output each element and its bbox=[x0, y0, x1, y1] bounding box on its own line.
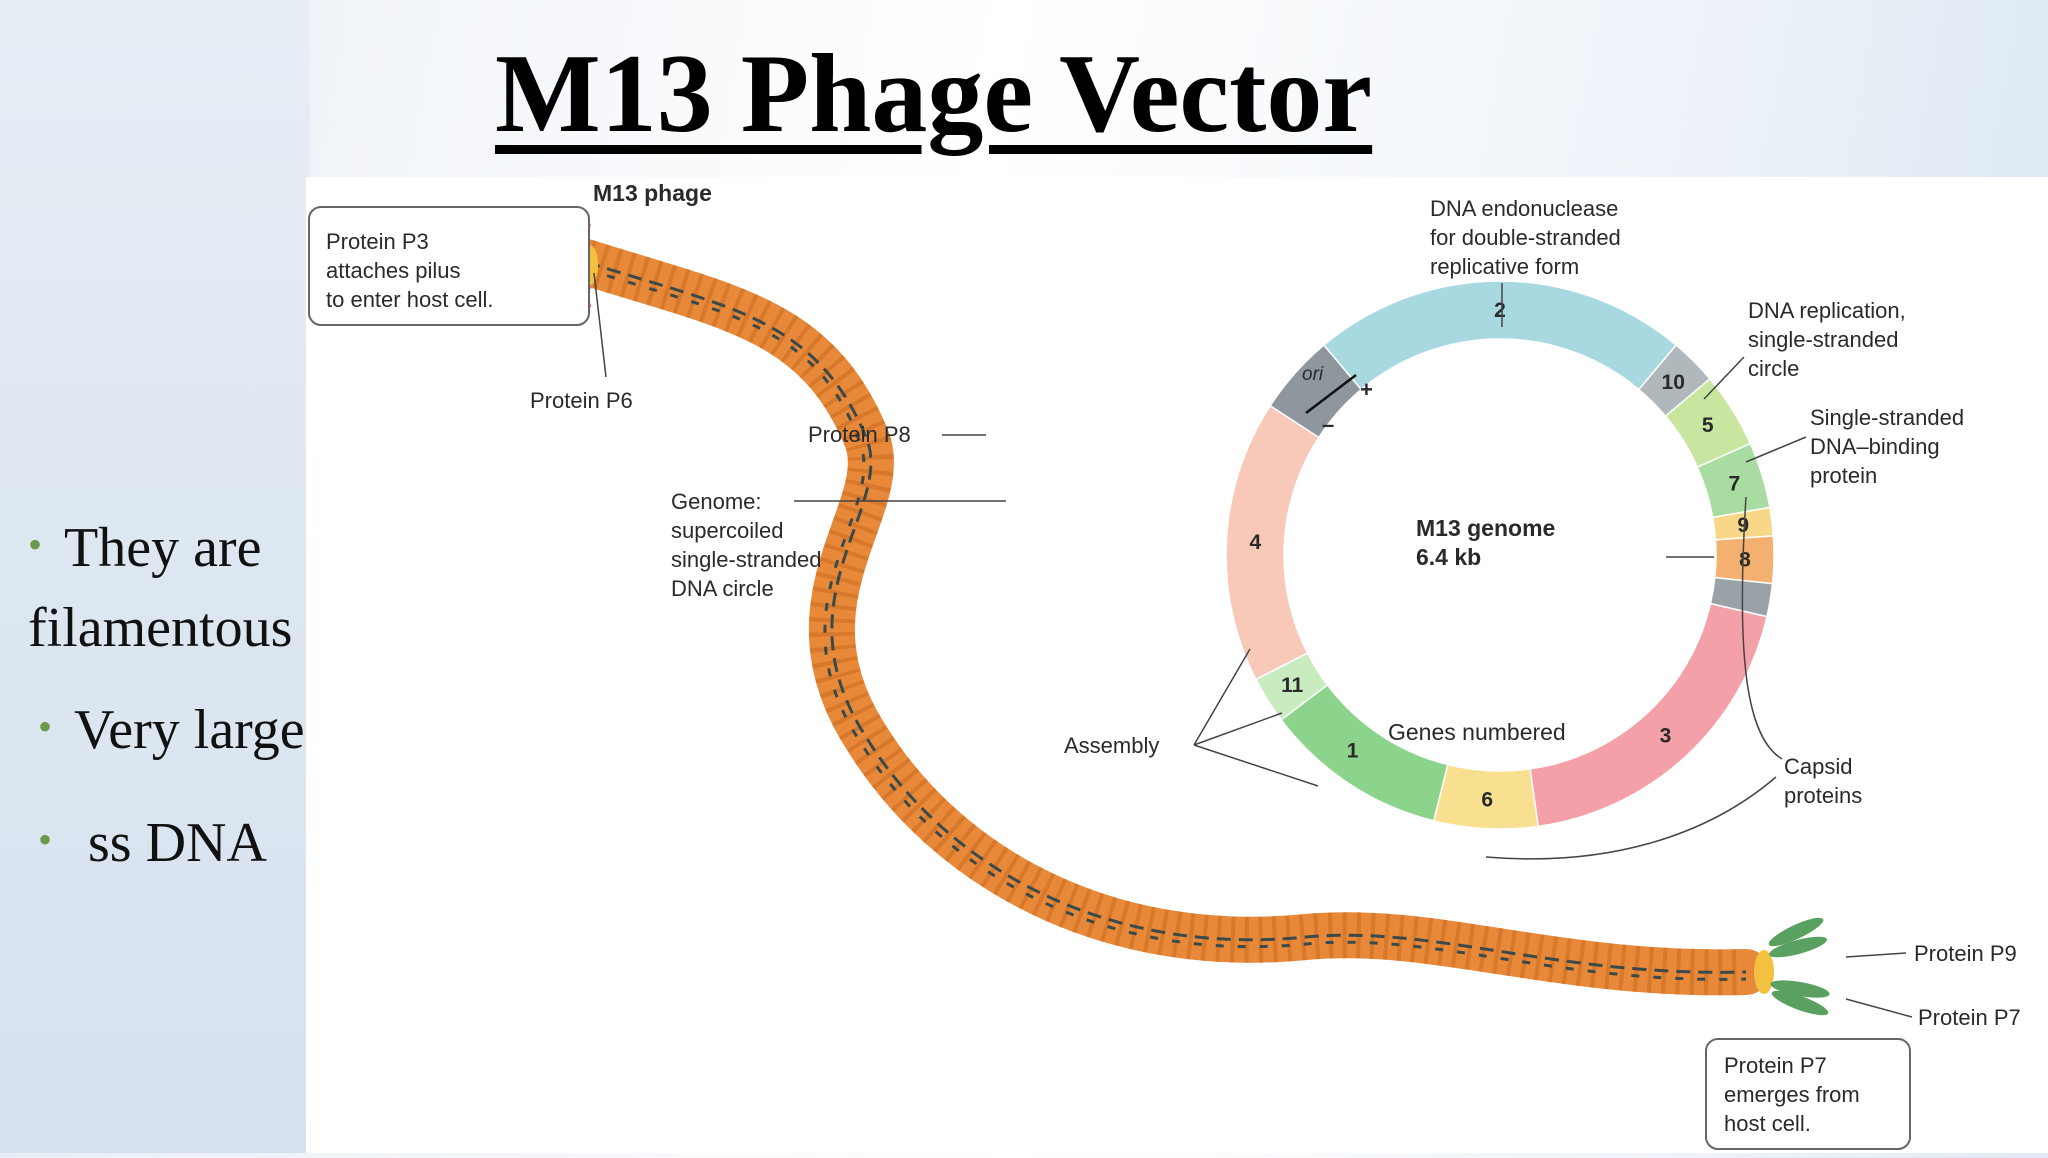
m13-diagram: M13 phage Protein P3 attaches pilus to e… bbox=[306, 177, 2048, 1153]
gene-number-label: 3 bbox=[1660, 725, 1672, 748]
genome-line-3: single-stranded bbox=[671, 547, 821, 572]
bullet-text: filamentous bbox=[28, 597, 293, 659]
bullet-text: ss DNA bbox=[88, 812, 267, 874]
p7-callout-box bbox=[1705, 1038, 1911, 1150]
replication-line-3: circle bbox=[1748, 356, 1799, 381]
bullet-dot: • bbox=[28, 522, 43, 567]
p7-box-line-2: emerges from bbox=[1724, 1082, 1860, 1107]
capsid-bracket bbox=[1741, 496, 1783, 760]
bullet-filamentous: • They are bbox=[28, 520, 261, 576]
gene-3-segment bbox=[1529, 602, 1768, 828]
assembly-leader-1 bbox=[1193, 744, 1319, 787]
endonuclease-line-2: for double-stranded bbox=[1430, 225, 1621, 250]
plus-sign: + bbox=[1360, 377, 1373, 402]
p3-line-1: Protein P3 bbox=[326, 229, 429, 254]
genome-line-1: Genome: bbox=[671, 489, 762, 514]
p3-line-2: attaches pilus bbox=[326, 258, 461, 283]
phage-dna-strand-2 bbox=[585, 267, 1747, 981]
p6-label: Protein P6 bbox=[530, 388, 633, 413]
assembly-leader-4 bbox=[1193, 648, 1251, 746]
genome-title: M13 genome bbox=[1416, 515, 1555, 541]
slide-title: M13 Phage Vector bbox=[495, 32, 1373, 156]
gene-number-label: 4 bbox=[1249, 531, 1261, 554]
ssb-line-3: protein bbox=[1810, 463, 1877, 488]
p7-leader bbox=[1845, 998, 1913, 1018]
p9-leader bbox=[1845, 952, 1907, 958]
assembly-label: Assembly bbox=[1064, 733, 1159, 758]
gene-number-label: 6 bbox=[1481, 789, 1493, 812]
gene-number-label: 5 bbox=[1702, 414, 1714, 437]
bullet-very-large: • Very large bbox=[38, 702, 305, 758]
p3-callout-box bbox=[308, 206, 590, 326]
p7-label: Protein P7 bbox=[1918, 1005, 2021, 1030]
gene-number-label: 7 bbox=[1728, 472, 1740, 495]
p7-box-line-1: Protein P7 bbox=[1724, 1053, 1827, 1078]
bullet-text: They are bbox=[64, 517, 262, 579]
ori-arrow bbox=[1305, 374, 1357, 414]
capsid-bracket-lower bbox=[1485, 776, 1777, 860]
endonuclease-line-3: replicative form bbox=[1430, 254, 1579, 279]
p9-label: Protein P9 bbox=[1914, 941, 2017, 966]
gene-number-label: 2 bbox=[1494, 299, 1506, 322]
phage-title: M13 phage bbox=[593, 180, 712, 206]
p7-box-line-3: host cell. bbox=[1724, 1111, 1811, 1136]
capsid-line-2: proteins bbox=[1784, 783, 1862, 808]
gene-number-label: 11 bbox=[1281, 674, 1304, 697]
gene-4-segment bbox=[1225, 404, 1320, 681]
capsid-line-1: Capsid bbox=[1784, 754, 1852, 779]
bullet-dot: • bbox=[38, 817, 53, 862]
genes-numbered-label: Genes numbered bbox=[1388, 719, 1566, 745]
genome-line-2: supercoiled bbox=[671, 518, 784, 543]
genome-line-4: DNA circle bbox=[671, 576, 774, 601]
gene-number-label: 10 bbox=[1662, 371, 1685, 394]
gene-2-segment bbox=[1322, 280, 1678, 391]
replication-line-1: DNA replication, bbox=[1748, 298, 1906, 323]
bullet-filamentous-cont: filamentous bbox=[28, 600, 292, 656]
phage-coat bbox=[563, 239, 1769, 996]
phage-dna-strand bbox=[585, 260, 1747, 974]
ssb-line-2: DNA–binding bbox=[1810, 434, 1940, 459]
ori-segment bbox=[1269, 344, 1363, 439]
ori-label: ori bbox=[1302, 364, 1324, 385]
p8-label: Protein P8 bbox=[808, 422, 911, 447]
bullet-ss-dna: • ss DNA bbox=[38, 815, 267, 871]
replication-line-2: single-stranded bbox=[1748, 327, 1898, 352]
gene-number-label: 1 bbox=[1347, 740, 1359, 763]
minus-sign: – bbox=[1322, 412, 1334, 437]
left-background bbox=[0, 0, 310, 1153]
ssb-line-1: Single-stranded bbox=[1810, 405, 1964, 430]
replication-leader bbox=[1703, 356, 1745, 400]
phage-coat-scales bbox=[578, 240, 1747, 996]
protein-p7-p9-tip bbox=[1754, 917, 1830, 1016]
ssb-leader bbox=[1745, 436, 1807, 463]
gene-number-label: 8 bbox=[1739, 548, 1751, 571]
endonuclease-line-1: DNA endonuclease bbox=[1430, 196, 1618, 221]
assembly-leader-11 bbox=[1193, 712, 1283, 746]
bullet-dot: • bbox=[38, 704, 53, 749]
p6-leader bbox=[593, 272, 607, 378]
bullet-text: Very large bbox=[74, 699, 305, 761]
p3-line-3: to enter host cell. bbox=[326, 287, 494, 312]
genome-size: 6.4 kb bbox=[1416, 544, 1481, 570]
gene-number-label: 9 bbox=[1737, 514, 1749, 537]
